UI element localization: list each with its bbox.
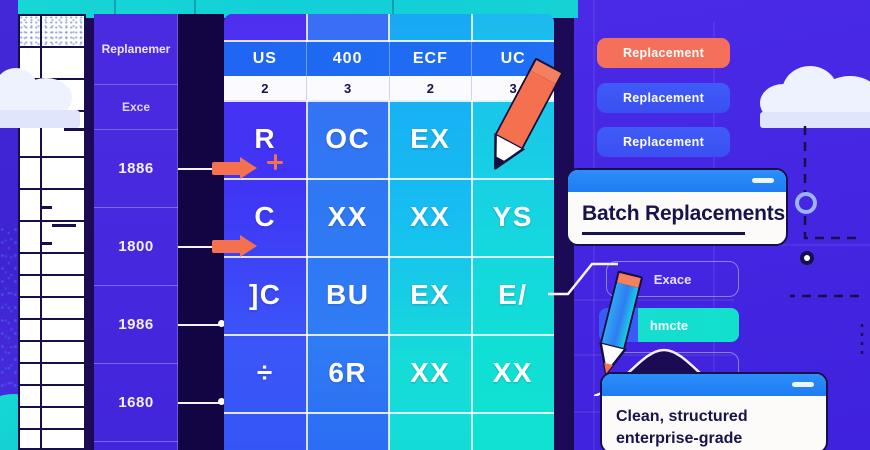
column-subvalue-1: 3 <box>307 76 390 100</box>
table-gutter <box>178 14 225 450</box>
cell-r3-c1[interactable]: 6R <box>328 357 368 388</box>
dashed-connectors <box>790 126 864 356</box>
cell-r3-c2[interactable]: XX <box>410 357 451 388</box>
card-text-line-1: Clean, structured <box>616 408 748 425</box>
cell-r3-c3[interactable]: XX <box>492 357 533 388</box>
row-label-3: 1680 <box>94 364 178 442</box>
card-body: Clean, structured enterprise-grade <box>602 396 826 450</box>
column-header-3: UC <box>500 50 526 67</box>
node-circle-large <box>795 192 817 214</box>
enterprise-grade-card[interactable]: Clean, structured enterprise-grade <box>600 372 828 450</box>
cell-r0-c1[interactable]: OC <box>325 123 371 154</box>
column-subvalue-3: 3 <box>509 80 517 96</box>
cell-r1-c3[interactable]: YS <box>492 201 533 232</box>
row-label-2: 1986 <box>94 286 178 364</box>
table-row[interactable]: C XX XX YS <box>224 178 554 256</box>
data-table[interactable]: Replanemer Exce 1886 1800 1986 1680 <box>94 14 574 450</box>
cell-r2-c2[interactable]: EX <box>410 279 451 310</box>
pencil-coral-icon <box>475 55 569 180</box>
row-label-1: 1800 <box>94 208 178 286</box>
table-column-headers: US 400 ECF UC <box>224 42 554 76</box>
cloud-right <box>760 66 870 128</box>
cell-r2-c0[interactable]: ]C <box>248 279 282 310</box>
leader-line <box>548 262 618 296</box>
exace-field[interactable]: Exace <box>606 261 739 297</box>
table-cells: R OC EX X C XX XX YS ]C BU EX E/ ÷ 6R XX <box>224 100 554 450</box>
card-headline: Batch Replacements <box>582 202 785 225</box>
column-header-2: ECF <box>390 42 473 76</box>
cell-r2-c3[interactable]: E/ <box>498 279 528 310</box>
card-rule <box>582 232 746 235</box>
table-side-header: Replanemer <box>101 42 171 56</box>
card-minimize-icon[interactable] <box>792 382 814 387</box>
card-text-line-2: enterprise-grade <box>616 429 743 447</box>
row-label-0: 1886 <box>94 130 178 208</box>
column-subvalue-2: 2 <box>390 76 473 100</box>
replacement-button-primary[interactable]: Replacement <box>597 38 730 68</box>
table-row[interactable]: R OC EX X <box>224 100 554 178</box>
table-subheader-row: 2 3 2 3 <box>224 76 554 100</box>
column-subvalue-0: 2 <box>224 76 307 100</box>
sparkle-icon <box>267 154 283 170</box>
batch-replacements-card[interactable]: Batch Replacements <box>566 168 788 246</box>
replacement-button-tertiary[interactable]: Replacement <box>597 127 730 157</box>
replacement-button-secondary[interactable]: Replacement <box>597 83 730 113</box>
pencil-blue-icon <box>588 269 648 379</box>
node-circle-small <box>800 251 814 265</box>
top-teal-bar <box>18 0 578 18</box>
column-header-1: 400 <box>307 42 390 76</box>
cell-r0-c2[interactable]: EX <box>410 123 451 154</box>
column-header-0: US <box>224 42 307 76</box>
table-row-header-column: Replanemer Exce 1886 1800 1986 1680 <box>94 14 178 450</box>
card-titlebar <box>602 374 826 396</box>
card-minimize-icon[interactable] <box>752 178 774 183</box>
cell-r1-c0[interactable]: C <box>254 201 277 232</box>
table-row[interactable]: ÷ 6R XX XX <box>224 334 554 412</box>
cloud-left <box>0 64 80 134</box>
card-titlebar <box>568 170 786 192</box>
table-side-subheader: Exce <box>94 84 178 130</box>
cell-r2-c1[interactable]: BU <box>326 279 370 310</box>
cell-r1-c1[interactable]: XX <box>327 201 368 232</box>
table-row[interactable]: ]C BU EX E/ <box>224 256 554 334</box>
cell-r3-c0[interactable]: ÷ <box>256 357 274 388</box>
card-body: Batch Replacements <box>568 192 786 244</box>
cell-r0-c0[interactable]: R <box>254 123 277 154</box>
cell-r1-c2[interactable]: XX <box>410 201 451 232</box>
